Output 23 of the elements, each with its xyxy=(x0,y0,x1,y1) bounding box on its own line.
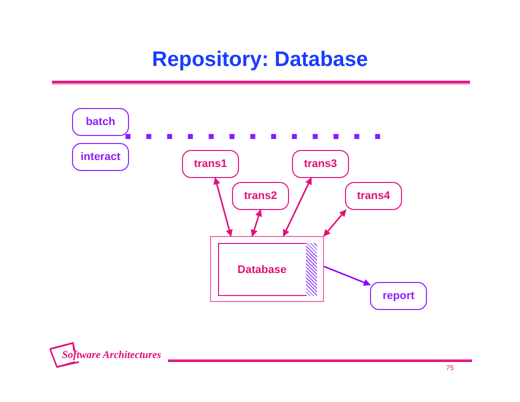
node-label: report xyxy=(382,290,414,302)
arrow xyxy=(282,177,312,237)
node-label: trans1 xyxy=(194,158,228,170)
node-label: Database xyxy=(236,262,288,278)
node-label: trans3 xyxy=(304,158,338,170)
rounded-box xyxy=(345,182,402,210)
node-label: trans4 xyxy=(356,190,390,202)
slide-title: Repository: Database xyxy=(151,48,369,72)
database-box xyxy=(210,236,324,302)
arrow xyxy=(324,266,371,286)
rounded-box xyxy=(72,143,129,171)
node-label: batch xyxy=(86,116,116,128)
rounded-box xyxy=(182,150,239,178)
node-label: trans2 xyxy=(244,190,278,202)
rounded-box xyxy=(232,182,289,210)
rounded-box xyxy=(292,150,349,178)
arrow xyxy=(213,177,233,237)
rounded-box xyxy=(370,282,427,310)
node-label: interact xyxy=(80,151,120,163)
rounded-box xyxy=(72,108,129,136)
footer-title: Software Architectures xyxy=(62,350,162,361)
arrow xyxy=(250,209,262,237)
arrow xyxy=(323,209,346,237)
